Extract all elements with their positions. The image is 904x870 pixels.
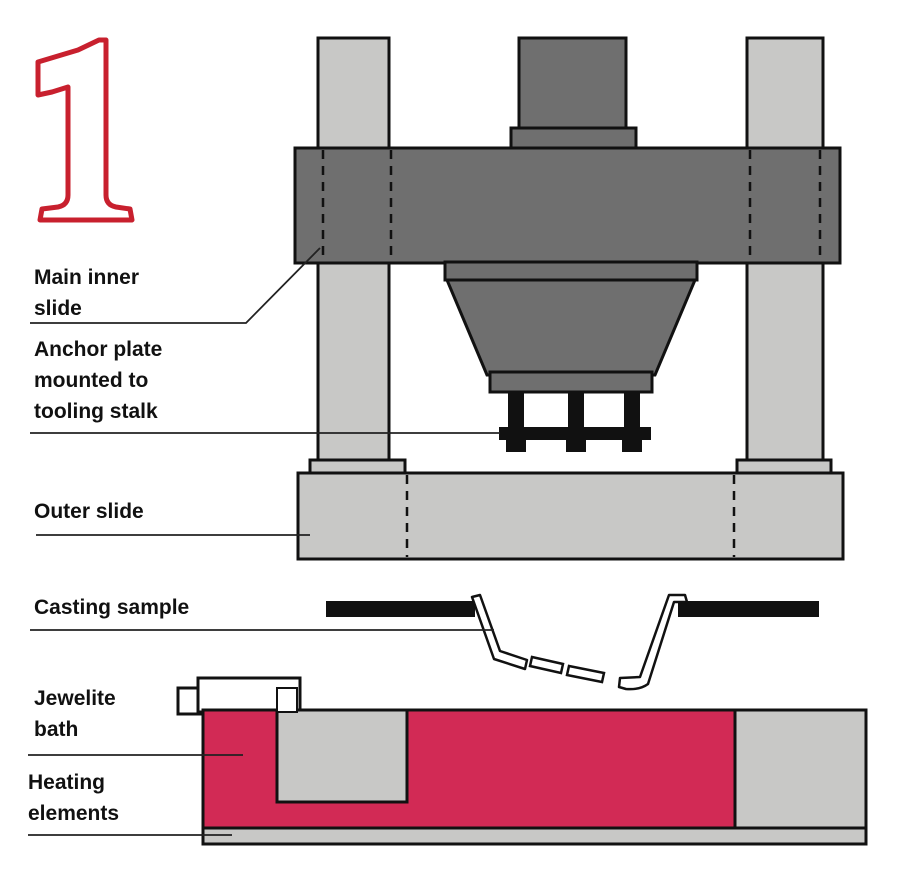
anchor-plate [499, 392, 651, 452]
label-line: Outer slide [34, 500, 144, 523]
label-line: Anchor plate [34, 338, 163, 361]
label-heating-elements: Heating elements [28, 767, 119, 829]
label-line: Casting sample [34, 596, 190, 619]
label-line: elements [28, 802, 120, 825]
outer-slide [296, 471, 845, 561]
label-anchor-plate: Anchor plate mounted to tooling stalk [34, 334, 162, 427]
label-outer-slide: Outer slide [34, 496, 144, 527]
casting-sample [326, 593, 819, 691]
leader-main-inner-slide [30, 247, 321, 324]
label-line: Heating [28, 771, 106, 794]
label-line: tooling stalk [34, 400, 158, 423]
tooling-stalk [443, 260, 699, 394]
label-line: mounted to [34, 369, 149, 392]
leader-lines [28, 247, 500, 836]
jewelite-bath-tank [176, 676, 868, 846]
label-jewelite-bath: Jewelite bath [34, 683, 116, 745]
label-line: bath [34, 718, 79, 741]
label-line: slide [34, 297, 82, 320]
hydraulic-cylinder [509, 36, 638, 152]
label-main-inner-slide: Main inner slide [34, 262, 139, 324]
figure-number-one [35, 37, 135, 223]
label-casting-sample: Casting sample [34, 592, 189, 623]
main-inner-slide [293, 146, 842, 265]
label-line: Jewelite [34, 687, 116, 710]
label-line: Main inner [34, 266, 140, 289]
